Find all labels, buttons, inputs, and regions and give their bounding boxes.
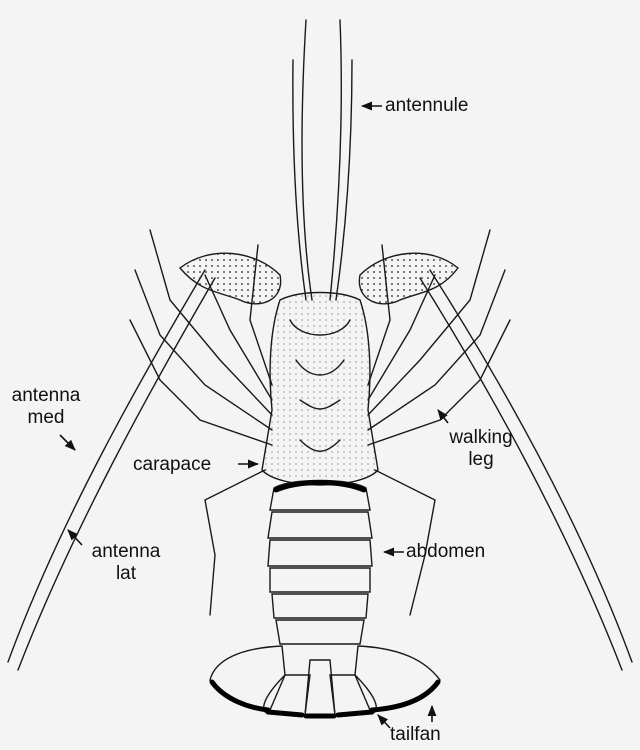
label-walking-leg-line1: walking <box>443 427 519 449</box>
label-antenna-med-line1: antenna <box>8 385 84 407</box>
label-abdomen: abdomen <box>406 541 485 563</box>
label-antenna-med: antenna med <box>8 385 84 429</box>
label-antenna-lat: antenna lat <box>88 541 164 585</box>
label-tailfan: tailfan <box>390 724 441 746</box>
label-antennule: antennule <box>385 95 468 117</box>
label-antenna-med-line2: med <box>8 407 84 429</box>
carapace-shape <box>262 293 378 486</box>
label-antenna-lat-line2: lat <box>88 563 164 585</box>
label-walking-leg-line2: leg <box>443 449 519 471</box>
label-carapace: carapace <box>133 454 211 476</box>
label-walking-leg: walking leg <box>443 427 519 471</box>
label-antenna-lat-line1: antenna <box>88 541 164 563</box>
